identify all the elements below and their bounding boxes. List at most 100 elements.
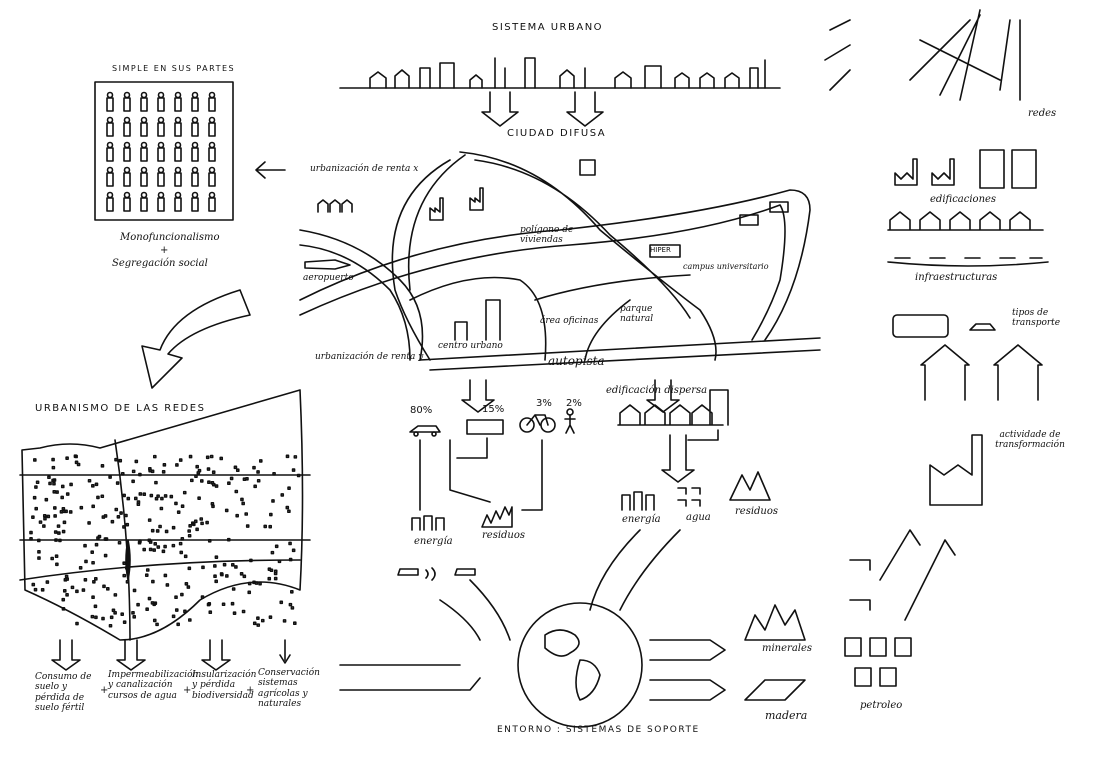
person-figure-head <box>208 191 216 199</box>
map-dot <box>156 545 161 549</box>
map-dot <box>126 496 131 501</box>
map-dot <box>105 587 110 591</box>
map-dot <box>207 480 211 485</box>
map-dot <box>211 504 215 509</box>
person-figure-head <box>157 116 165 124</box>
map-dot <box>163 544 167 549</box>
map-dot <box>42 524 46 528</box>
map-dot <box>61 607 66 611</box>
person-figure-body <box>174 122 182 137</box>
label-agua: agua <box>686 512 711 523</box>
map-dot <box>103 514 108 518</box>
map-dot <box>230 601 235 606</box>
map-dot <box>69 482 73 487</box>
map-dot <box>249 558 253 563</box>
map-dot <box>81 588 86 592</box>
map-dot <box>142 547 146 552</box>
pct-bus: 15% <box>482 404 505 415</box>
map-dot <box>138 492 143 496</box>
map-dot <box>288 602 293 607</box>
map-dot <box>74 460 79 465</box>
map-dot <box>287 509 291 514</box>
map-dot <box>213 574 217 579</box>
person-figure-head <box>191 166 199 174</box>
person-figure-body <box>174 197 182 212</box>
map-dot <box>274 544 279 549</box>
pct-car: 80% <box>410 405 433 416</box>
map-dot <box>187 566 192 571</box>
map-dot <box>65 577 69 581</box>
map-dot <box>87 478 92 483</box>
person-figure-head <box>140 116 148 124</box>
map-dot <box>111 608 116 613</box>
person-figure-body <box>191 172 199 187</box>
map-dot <box>196 471 201 475</box>
map-dot <box>182 490 187 495</box>
map-dot <box>42 514 47 518</box>
person-figure-body <box>106 147 114 162</box>
map-dot <box>256 616 260 620</box>
person-figure-body <box>157 122 165 137</box>
map-dot <box>241 501 245 506</box>
map-dot <box>134 459 139 464</box>
map-dot <box>103 537 108 541</box>
person-figure-head <box>174 91 182 99</box>
map-dot <box>65 456 69 460</box>
map-dot <box>147 596 152 601</box>
map-dot <box>197 496 201 500</box>
map-dot <box>293 455 298 459</box>
person-figure-head <box>208 166 216 174</box>
map-dot <box>116 514 121 519</box>
map-dot <box>61 507 66 511</box>
person-figure-head <box>174 141 182 149</box>
map-dot <box>59 509 64 514</box>
map-dot <box>115 481 120 485</box>
map-dot <box>219 456 224 461</box>
map-dot <box>91 595 95 599</box>
figures-grid <box>106 91 216 212</box>
map-dot <box>263 524 268 529</box>
caption-plus: + <box>160 245 169 256</box>
map-dot <box>290 589 294 594</box>
map-dot <box>37 538 41 543</box>
map-dot <box>94 482 99 487</box>
map-dot <box>235 468 240 473</box>
map-dot <box>271 499 275 503</box>
map-dot <box>230 563 235 567</box>
map-dot <box>148 468 152 473</box>
person-figure-body <box>140 122 148 137</box>
map-dot <box>209 454 214 459</box>
person-figure-head <box>191 116 199 124</box>
map-dot <box>200 479 204 483</box>
arrow-down <box>461 379 495 413</box>
map-dot <box>155 622 159 627</box>
city-map-roads <box>299 151 821 371</box>
map-dot <box>256 470 260 474</box>
map-dot <box>287 486 291 490</box>
map-dot <box>65 593 69 597</box>
map-dot <box>52 481 56 486</box>
map-dot <box>131 469 136 474</box>
impact-impermeabilizacion: Impermeabilización y canalización cursos… <box>108 670 199 701</box>
label-energia-2: energía <box>622 514 661 525</box>
map-dot <box>149 493 154 498</box>
label-madera: madera <box>765 709 808 722</box>
title-urbanismo-redes: URBANISMO DE LAS REDES <box>35 403 206 414</box>
map-dot <box>200 521 204 526</box>
map-dot <box>31 515 35 519</box>
right-column-sketches <box>744 9 1049 701</box>
map-dot <box>188 454 193 459</box>
map-dot <box>100 464 105 468</box>
map-dot <box>33 587 38 592</box>
map-dot <box>171 614 176 619</box>
map-dot <box>38 520 43 524</box>
impact-suelo: Consumo de suelo y pérdida de suelo fért… <box>35 672 92 714</box>
person-figure-head <box>157 141 165 149</box>
map-dot <box>201 565 205 570</box>
label-hiper: HIPER <box>650 246 671 254</box>
map-dot <box>161 549 166 554</box>
person-figure-head <box>191 191 199 199</box>
map-dot <box>190 521 195 526</box>
map-dot <box>214 579 218 584</box>
map-dot <box>53 514 57 518</box>
